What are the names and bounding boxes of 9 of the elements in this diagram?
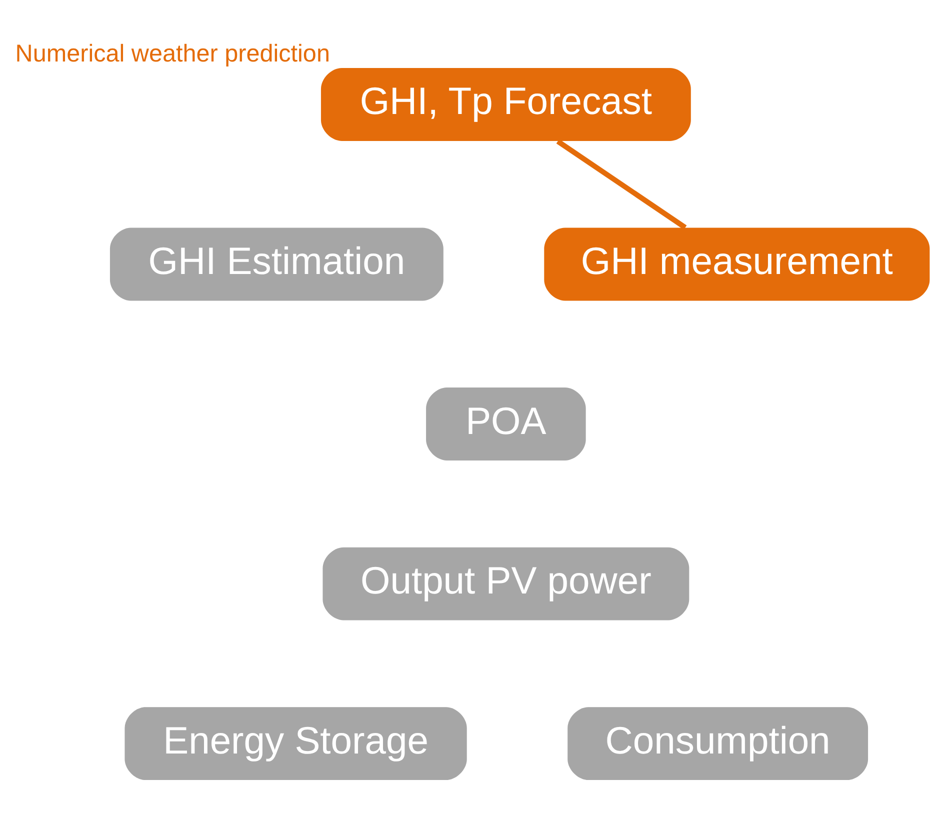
connector — [556, 139, 687, 230]
node-box: Energy Storage — [124, 707, 467, 780]
node-box: Consumption — [568, 707, 868, 780]
node-box: GHI Estimation — [110, 228, 444, 301]
node-label: Numerical weather prediction — [15, 40, 330, 68]
node-box: POA — [426, 388, 586, 460]
node-box: GHI, Tp Forecast — [320, 68, 691, 141]
node-box: Output PV power — [322, 547, 690, 620]
node-box: GHI measurement — [544, 228, 930, 301]
